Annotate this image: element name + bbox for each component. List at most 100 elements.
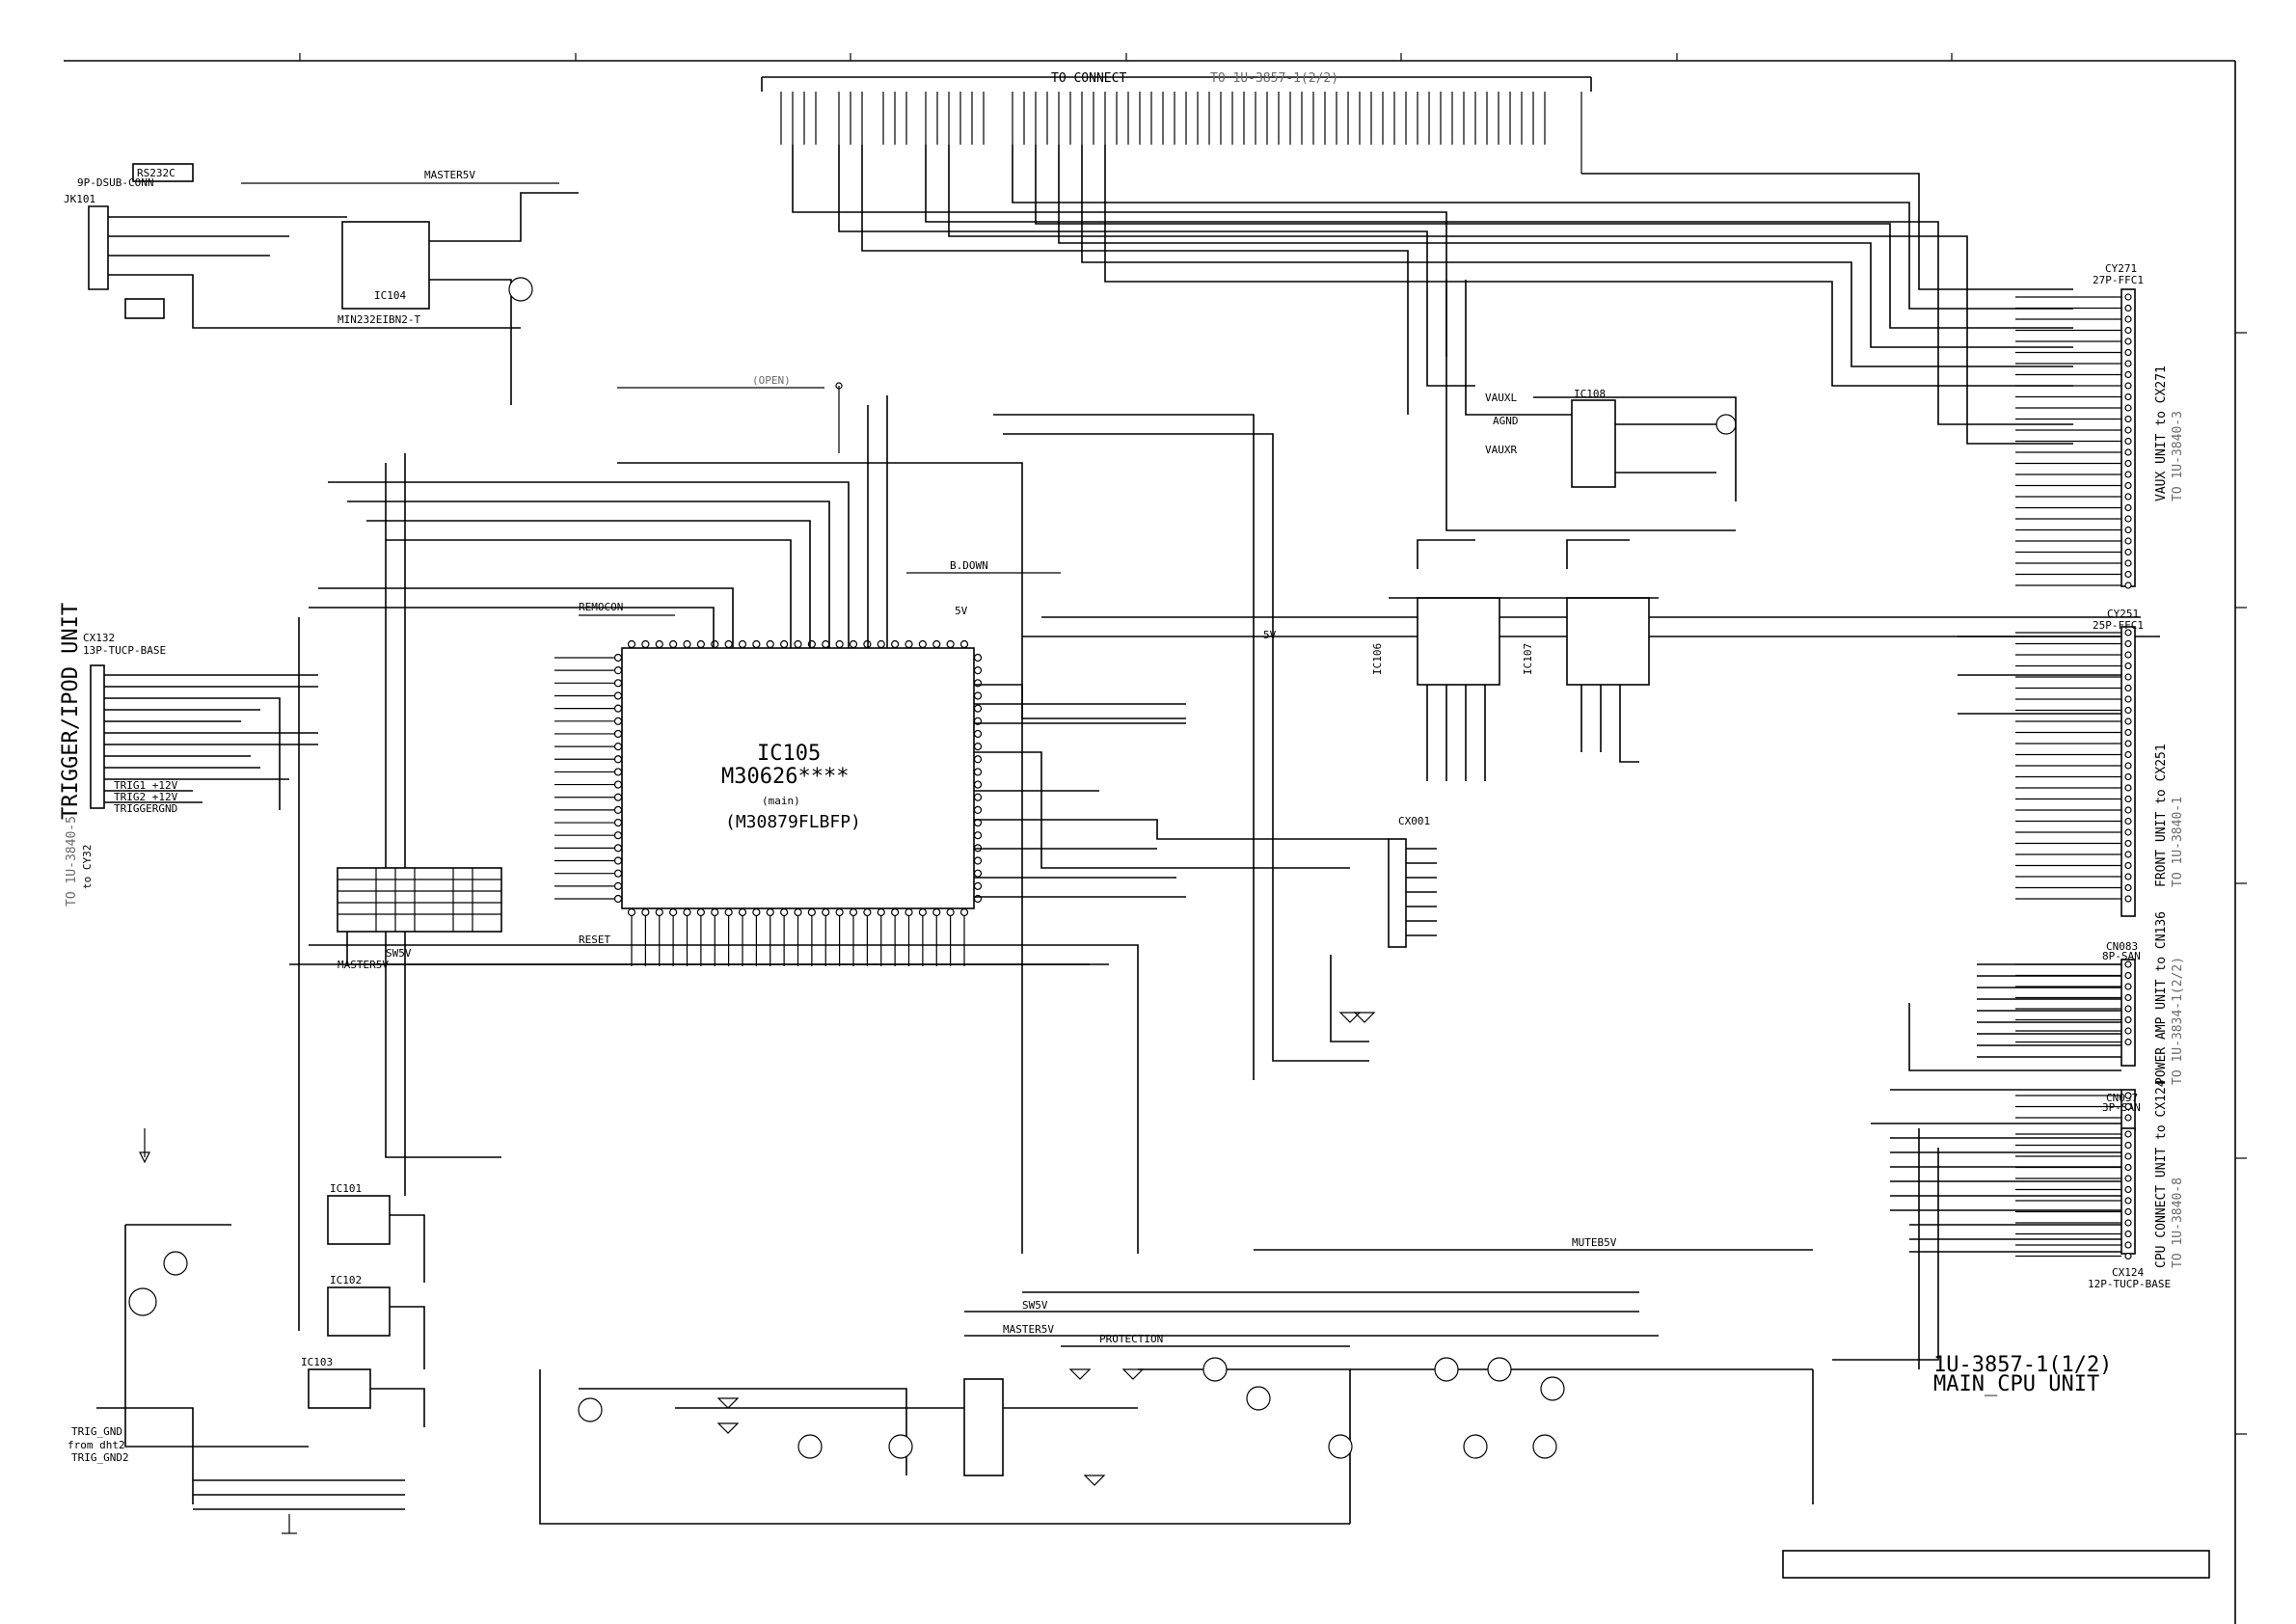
ic105-pin	[973, 729, 983, 739]
connector-pin	[2124, 728, 2132, 737]
master5v-rs: MASTER5V	[424, 169, 475, 181]
ic106-ic107-cx001: IC106 IC107 CX001	[1330, 539, 1659, 1042]
ic105-pin	[613, 831, 623, 840]
trig-gnd2: TRIG_GND2	[71, 1451, 129, 1464]
ic108-area: IC108 VAUXL VAUXR AGND	[1445, 280, 1737, 531]
ic105-pin	[973, 881, 983, 890]
ic105-pin	[973, 869, 983, 878]
ic105-pin	[613, 869, 623, 878]
connect-target: TO 1U-3857-1(2/2)	[1210, 71, 1338, 86]
rs232-section: RS232C JK101 9P-DSUB-CONN IC104 MIN232EI…	[64, 163, 579, 405]
ic105-pin	[973, 831, 983, 840]
title-block: 1U-3857-1(1/2) MAIN_CPU UNIT	[1933, 1353, 2112, 1396]
ic105-pin	[613, 653, 623, 663]
connector-pin	[2124, 1241, 2132, 1249]
trig1-label: TRIG1 +12V	[114, 779, 178, 792]
connector-pin	[2124, 1114, 2132, 1122]
connector-pin	[2124, 448, 2132, 456]
ic105-pin	[724, 907, 733, 917]
ic105-pin	[863, 907, 872, 917]
connector-pin	[2124, 750, 2132, 759]
connector-pin	[2124, 873, 2132, 880]
cy271-ref: CY271	[2105, 262, 2137, 275]
connector-pin	[2124, 326, 2132, 335]
connector-pin	[2124, 370, 2132, 379]
ic105-pin	[835, 907, 844, 917]
connector-pin	[2124, 629, 2132, 636]
trig-gnd: TRIG_GND	[71, 1425, 122, 1438]
sw5v-label: SW5V	[386, 947, 412, 960]
ic103-ref: IC103	[301, 1356, 333, 1368]
connector-pin	[2124, 772, 2132, 781]
ic107-ref: IC107	[1522, 643, 1534, 675]
ic105: IC105 M30626**** (main) (M30879FLBFP)	[621, 647, 975, 909]
ic105-part: M30626****	[721, 765, 849, 789]
ic105-pin	[905, 639, 913, 649]
connector-pin	[2124, 1219, 2132, 1227]
net-labels: REMOCON B.DOWN 5V RESET SW5V MASTER5V SW…	[338, 559, 1813, 1347]
connector-pin	[2124, 883, 2132, 892]
connector-pin	[2124, 348, 2132, 357]
connector-pin	[2124, 382, 2132, 390]
fivev-label: 5V	[955, 605, 968, 617]
ic105-alt-part: (M30879FLBFP)	[725, 812, 861, 832]
ic105-pin	[849, 907, 858, 917]
cy251-target-2: TO 1U-3840-1	[2171, 797, 2185, 887]
connector-pin	[2124, 839, 2132, 848]
switch-table	[337, 867, 502, 933]
ic105-pin	[877, 907, 885, 917]
ic105-pin	[683, 907, 691, 917]
protection-label: PROTECTION	[1099, 1333, 1163, 1345]
connector-pin	[2124, 471, 2132, 478]
connector-pin	[2124, 673, 2132, 681]
ic105-pin	[641, 639, 650, 649]
cn083-target-1: POWER AMP UNIT to CN136	[2154, 911, 2169, 1085]
ic105-pin	[780, 639, 789, 649]
connector-pin	[2124, 1207, 2132, 1216]
connector-pin	[2124, 662, 2132, 670]
open-label: (OPEN)	[752, 374, 791, 387]
cx124-target-2: TO 1U-3840-8	[2171, 1177, 2185, 1268]
revision-box	[1782, 1550, 2210, 1579]
rs232-jack-type: 9P-DSUB-CONN	[77, 176, 153, 189]
ic105-pin	[959, 639, 969, 649]
left-connector-ref: CX132	[83, 632, 115, 644]
connector-pin	[2124, 1197, 2132, 1204]
ic105-pin	[973, 691, 983, 700]
connector-pin	[2124, 570, 2132, 579]
cy251-ref: CY251	[2107, 608, 2139, 620]
ic105-pin	[835, 639, 844, 649]
ic105-pin	[752, 907, 761, 917]
connector-pin	[2124, 762, 2132, 770]
connector-pin	[2124, 526, 2132, 534]
ic105-pin	[946, 639, 955, 649]
left-connector: CX132 13P-TUCP-BASE TRIG1 +12V TRIG2 +12…	[59, 603, 318, 907]
ic105-pin	[613, 679, 623, 688]
connector-pin	[2124, 293, 2132, 301]
ic105-pin	[738, 639, 747, 649]
ic105-pin	[973, 805, 983, 814]
ic105-pin	[891, 639, 900, 649]
connector-pin	[2124, 983, 2132, 990]
connector-pin	[2124, 1185, 2132, 1194]
left-unit-target: TO 1U-3840-5	[65, 816, 79, 907]
connector-pin	[2124, 784, 2132, 792]
ic105-pin	[973, 793, 983, 801]
triggergnd-label: TRIGGERGND	[114, 802, 177, 815]
title-line-2: MAIN_CPU UNIT	[1933, 1372, 2099, 1396]
ic105-pin	[613, 818, 623, 827]
cn037-type: 3P-SAN	[2102, 1101, 2141, 1114]
from-dht2: from dht2	[68, 1439, 125, 1451]
ic105-pin	[973, 743, 983, 751]
ic105-pin	[613, 881, 623, 890]
connector-pin	[2124, 717, 2132, 725]
ic105-pin	[613, 805, 623, 814]
ic105-pin	[696, 907, 705, 917]
connector-pin	[2124, 795, 2132, 803]
ic105-pin	[711, 907, 719, 917]
ic105-pin	[946, 907, 955, 917]
ic105-pin	[613, 743, 623, 751]
ic105-pin	[613, 894, 623, 904]
ic105-pin	[794, 907, 802, 917]
